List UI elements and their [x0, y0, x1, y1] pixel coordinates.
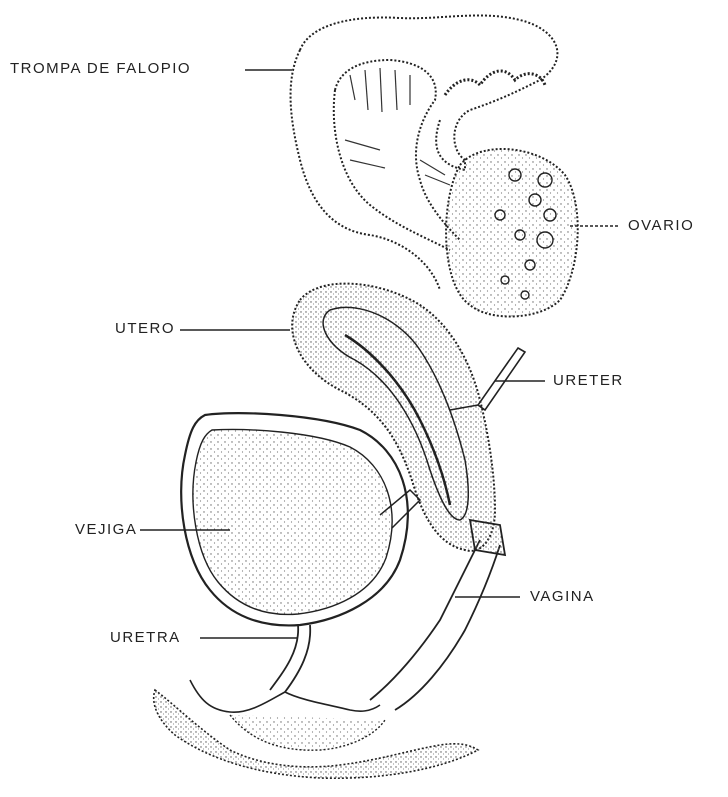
label-vagina: VAGINA — [530, 588, 595, 605]
urethra — [270, 625, 310, 692]
label-uretra: URETRA — [110, 629, 181, 646]
label-utero: UTERO — [115, 320, 175, 337]
tube-fimbriae — [345, 68, 450, 185]
label-ovario: OVARIO — [628, 217, 694, 234]
vulva — [154, 680, 478, 778]
ovary — [446, 149, 578, 317]
bladder — [181, 413, 420, 625]
label-trompa-de-falopio: TROMPA DE FALOPIO — [10, 60, 191, 77]
label-ureter: URETER — [553, 372, 624, 389]
label-vejiga: VEJIGA — [75, 521, 137, 538]
